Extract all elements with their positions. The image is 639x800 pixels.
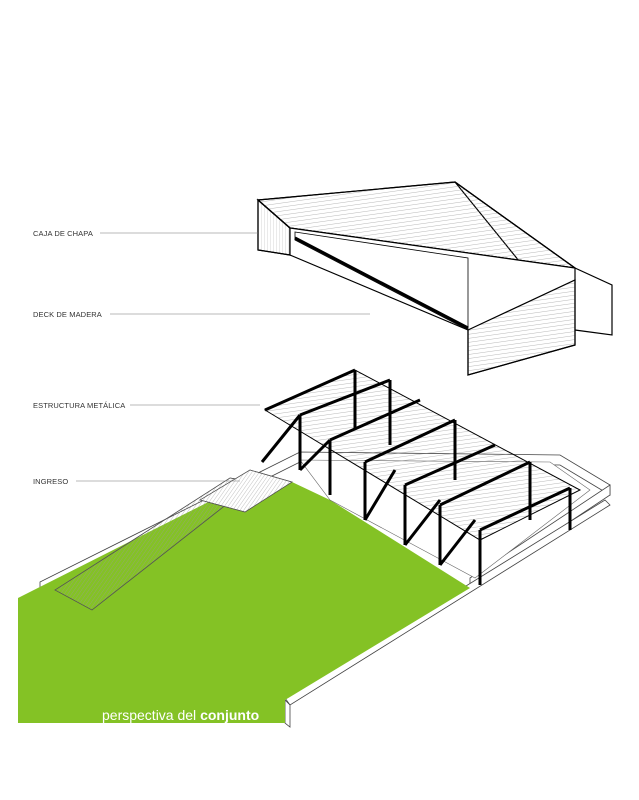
label-caja-de-chapa: CAJA DE CHAPA [33, 229, 93, 238]
sheet-metal-box [256, 181, 613, 376]
entrance-ramp [54, 469, 293, 611]
label-estructura-metalica: ESTRUCTURA METÁLICA [33, 401, 126, 410]
title-normal: perspectiva del [102, 707, 197, 723]
label-deck-de-madera: DECK DE MADERA [33, 310, 102, 319]
label-ingreso: INGRESO [33, 477, 69, 486]
title-bold: conjunto [200, 707, 260, 723]
leader-lines [76, 232, 370, 482]
metal-structure [260, 368, 582, 585]
grass-lawn [18, 480, 470, 723]
drawing-title: perspectiva del conjunto [102, 707, 259, 723]
